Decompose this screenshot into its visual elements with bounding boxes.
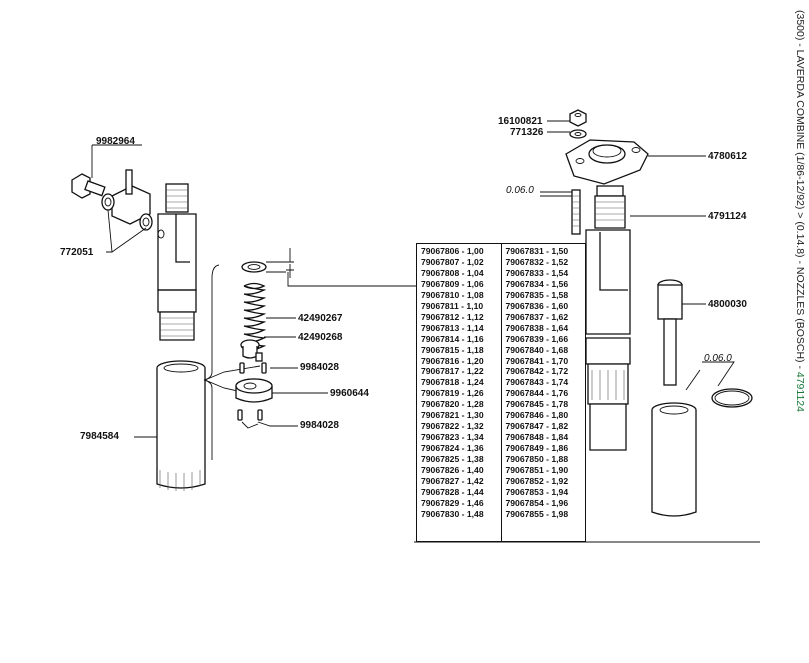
size-row: 79067851 - 1,90 — [505, 465, 569, 476]
size-row: 79067825 - 1,38 — [421, 454, 484, 465]
label-9960644: 9960644 — [330, 388, 369, 399]
size-row: 79067834 - 1,56 — [505, 278, 569, 289]
label-9984028-top: 9984028 — [300, 362, 339, 373]
size-row: 79067836 - 1,60 — [505, 300, 569, 311]
page-title-part-number: 4791124 — [794, 371, 806, 412]
size-row: 79067841 - 1,70 — [505, 355, 569, 366]
label-42490267: 42490267 — [298, 313, 343, 324]
intermediate-disc — [235, 378, 273, 403]
size-row: 79067823 - 1,34 — [421, 432, 484, 443]
size-row: 79067842 - 1,72 — [505, 366, 569, 377]
size-row: 79067817 - 1,22 — [421, 366, 484, 377]
label-771326: 771326 — [510, 127, 544, 138]
injector-body-right — [585, 185, 631, 451]
size-row: 79067808 - 1,04 — [421, 267, 484, 278]
size-row: 79067847 - 1,82 — [505, 421, 569, 432]
nozzle-nut-left — [156, 360, 206, 491]
size-row: 79067809 - 1,06 — [421, 278, 484, 289]
label-9984028-bottom: 9984028 — [300, 420, 339, 431]
size-row: 79067812 - 1,12 — [421, 311, 484, 322]
label-dimension-a: 0.06.0 — [506, 185, 534, 196]
size-row: 79067818 - 1,24 — [421, 377, 484, 388]
size-row: 79067806 - 1,00 — [421, 246, 484, 256]
size-row: 79067827 - 1,42 — [421, 476, 484, 487]
size-row: 79067830 - 1,48 — [421, 508, 484, 519]
size-row: 79067815 - 1,18 — [421, 344, 484, 355]
size-row: 79067854 - 1,96 — [505, 497, 569, 508]
size-row: 79067838 - 1,64 — [505, 322, 569, 333]
size-row: 79067832 - 1,52 — [505, 256, 569, 267]
size-row: 79067845 - 1,78 — [505, 399, 569, 410]
size-row: 79067829 - 1,46 — [421, 497, 484, 508]
spring-seat — [240, 339, 263, 362]
o-ring — [711, 388, 753, 408]
size-row: 79067855 - 1,98 — [505, 508, 569, 519]
label-4800030: 4800030 — [708, 299, 747, 310]
size-row: 79067852 - 1,92 — [505, 476, 569, 487]
stud — [571, 189, 581, 235]
size-row: 79067848 - 1,84 — [505, 432, 569, 443]
size-row: 79067837 - 1,62 — [505, 311, 569, 322]
size-row: 79067853 - 1,94 — [505, 486, 569, 497]
size-row: 79067819 - 1,26 — [421, 388, 484, 399]
size-row: 79067840 - 1,68 — [505, 344, 569, 355]
size-row: 79067828 - 1,44 — [421, 486, 484, 497]
size-row: 79067826 - 1,40 — [421, 465, 484, 476]
clamp-flange — [565, 139, 649, 185]
spring — [243, 282, 267, 351]
size-row: 79067811 - 1,10 — [421, 300, 484, 311]
size-row: 79067814 - 1,16 — [421, 333, 484, 344]
injector-body-left — [157, 183, 197, 341]
label-42490268: 42490268 — [298, 332, 343, 343]
size-row: 79067831 - 1,50 — [505, 246, 569, 256]
label-772051: 772051 — [60, 247, 94, 258]
shim-washer — [241, 261, 267, 273]
label-16100821: 16100821 — [498, 116, 543, 127]
size-row: 79067816 - 1,20 — [421, 355, 484, 366]
label-4780612: 4780612 — [708, 151, 747, 162]
size-row: 79067807 - 1,02 — [421, 256, 484, 267]
size-row: 79067821 - 1,30 — [421, 410, 484, 421]
size-row: 79067850 - 1,88 — [505, 454, 569, 465]
size-row: 79067810 - 1,08 — [421, 289, 484, 300]
size-row: 79067813 - 1,14 — [421, 322, 484, 333]
label-4791124: 4791124 — [708, 211, 747, 222]
size-row: 79067820 - 1,28 — [421, 399, 484, 410]
nut-washer-top — [569, 109, 587, 139]
size-row: 79067824 - 1,36 — [421, 443, 484, 454]
nozzle — [651, 279, 697, 517]
size-row: 79067822 - 1,32 — [421, 421, 484, 432]
label-7984584: 7984584 — [80, 431, 119, 442]
label-dimension-b: 0.06.0 — [704, 353, 732, 364]
banjo-bolt-group — [71, 169, 153, 231]
size-row: 79067844 - 1,76 — [505, 388, 569, 399]
page-title: (3500) - LAVERDA COMBINE (1/86-12/92) > … — [780, 10, 806, 650]
size-row: 79067849 - 1,86 — [505, 443, 569, 454]
label-9982964: 9982964 — [96, 136, 135, 147]
size-row: 79067839 - 1,66 — [505, 333, 569, 344]
size-row: 79067846 - 1,80 — [505, 410, 569, 421]
size-row: 79067843 - 1,74 — [505, 377, 569, 388]
page-title-text: (3500) - LAVERDA COMBINE (1/86-12/92) > … — [794, 10, 806, 372]
size-row: 79067835 - 1,58 — [505, 289, 569, 300]
size-row: 79067833 - 1,54 — [505, 267, 569, 278]
